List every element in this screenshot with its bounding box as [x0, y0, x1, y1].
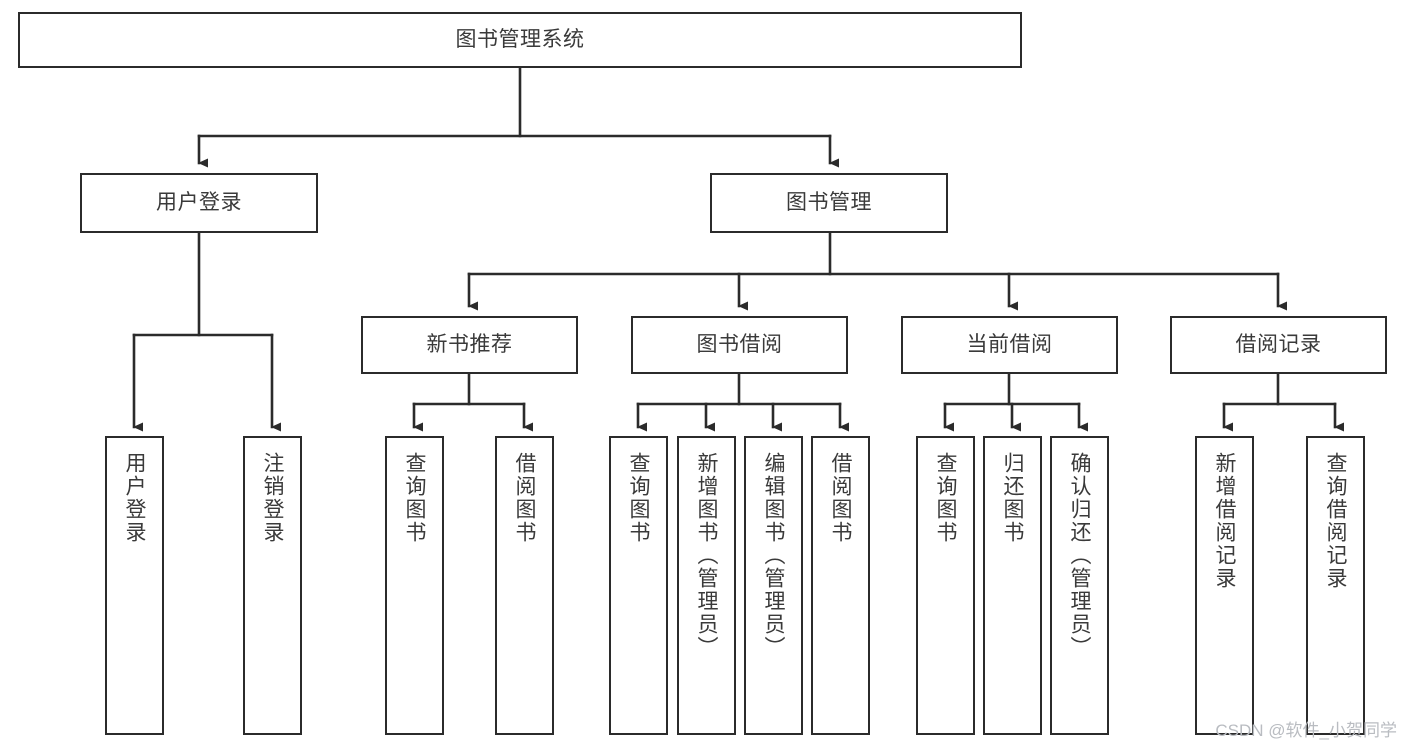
node-book-borrow-label: 图书借阅 [696, 333, 783, 357]
node-new-book-recommend[interactable]: 新书推荐 [361, 316, 578, 374]
node-new-book-recommend-label: 新书推荐 [426, 333, 513, 357]
node-leaf-return-book[interactable]: 归还图书 [983, 436, 1042, 735]
node-leaf-borrow-book-1[interactable]: 借阅图书 [495, 436, 554, 735]
node-leaf-confirm-return-label: 确认归还（管理员） [1068, 452, 1092, 659]
node-leaf-query-book-1-label: 查询图书 [403, 452, 427, 544]
node-leaf-confirm-return[interactable]: 确认归还（管理员） [1050, 436, 1109, 735]
node-current-borrow-label: 当前借阅 [966, 333, 1053, 357]
node-leaf-logout[interactable]: 注销登录 [243, 436, 302, 735]
node-leaf-borrow-book-2[interactable]: 借阅图书 [811, 436, 870, 735]
node-leaf-logout-label: 注销登录 [261, 452, 285, 544]
node-leaf-query-record-label: 查询借阅记录 [1324, 452, 1348, 590]
node-book-manage-label: 图书管理 [786, 191, 872, 215]
node-leaf-query-book-2-label: 查询图书 [627, 452, 651, 544]
node-leaf-add-book-label: 新增图书（管理员） [695, 452, 719, 659]
node-leaf-user-login[interactable]: 用户登录 [105, 436, 164, 735]
node-leaf-add-book[interactable]: 新增图书（管理员） [677, 436, 736, 735]
node-leaf-borrow-book-2-label: 借阅图书 [829, 452, 853, 544]
node-current-borrow[interactable]: 当前借阅 [901, 316, 1118, 374]
node-user-login-label: 用户登录 [156, 191, 242, 215]
node-borrow-record[interactable]: 借阅记录 [1170, 316, 1387, 374]
node-root[interactable]: 图书管理系统 [18, 12, 1022, 68]
node-leaf-query-book-3-label: 查询图书 [934, 452, 958, 544]
node-leaf-user-login-label: 用户登录 [123, 452, 147, 544]
node-root-label: 图书管理系统 [455, 28, 585, 52]
node-book-manage[interactable]: 图书管理 [710, 173, 948, 233]
node-leaf-edit-book-label: 编辑图书（管理员） [762, 452, 786, 659]
node-book-borrow[interactable]: 图书借阅 [631, 316, 848, 374]
node-leaf-add-record[interactable]: 新增借阅记录 [1195, 436, 1254, 735]
node-leaf-query-record[interactable]: 查询借阅记录 [1306, 436, 1365, 735]
node-leaf-return-book-label: 归还图书 [1001, 452, 1025, 544]
node-leaf-query-book-1[interactable]: 查询图书 [385, 436, 444, 735]
node-leaf-edit-book[interactable]: 编辑图书（管理员） [744, 436, 803, 735]
connector-lines [132, 65, 1344, 432]
node-leaf-query-book-3[interactable]: 查询图书 [916, 436, 975, 735]
node-leaf-add-record-label: 新增借阅记录 [1213, 452, 1237, 590]
node-user-login[interactable]: 用户登录 [80, 173, 318, 233]
node-leaf-borrow-book-1-label: 借阅图书 [513, 452, 537, 544]
node-borrow-record-label: 借阅记录 [1235, 333, 1322, 357]
node-leaf-query-book-2[interactable]: 查询图书 [609, 436, 668, 735]
